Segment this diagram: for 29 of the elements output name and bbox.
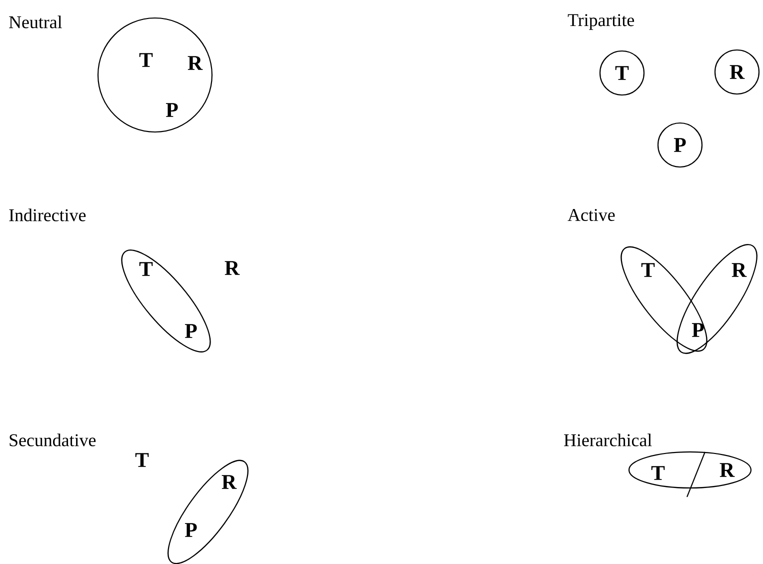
ellipse-outline <box>676 244 758 354</box>
letter: T <box>651 466 665 480</box>
letter: P <box>184 324 197 338</box>
circled-letter: R <box>714 49 760 95</box>
heading: Neutral <box>9 16 62 28</box>
letter: R <box>224 261 240 275</box>
heading: Hierarchical <box>564 434 652 446</box>
letter: R <box>732 263 747 277</box>
circle-outline <box>97 17 213 133</box>
ellipse-outline <box>628 451 752 489</box>
heading: Indirective <box>9 208 86 222</box>
ellipse-outline <box>168 460 248 564</box>
heading: Active <box>568 208 615 221</box>
letter: T <box>641 263 655 277</box>
letter: R <box>720 463 735 477</box>
ellipse-outline <box>121 250 211 352</box>
circled-letter: T <box>599 50 645 96</box>
letter: R <box>188 56 203 70</box>
letter: P <box>692 323 704 337</box>
heading: Secundative <box>10 434 96 446</box>
letter: R <box>222 475 237 489</box>
circled-letter: P <box>657 122 703 168</box>
letter: T <box>139 262 153 276</box>
heading: Tripartite <box>568 14 634 30</box>
letter: P <box>166 103 178 117</box>
letter: P <box>184 523 197 537</box>
letter: T <box>135 453 149 467</box>
ellipse-outline <box>620 246 708 352</box>
letter: T <box>139 53 153 67</box>
